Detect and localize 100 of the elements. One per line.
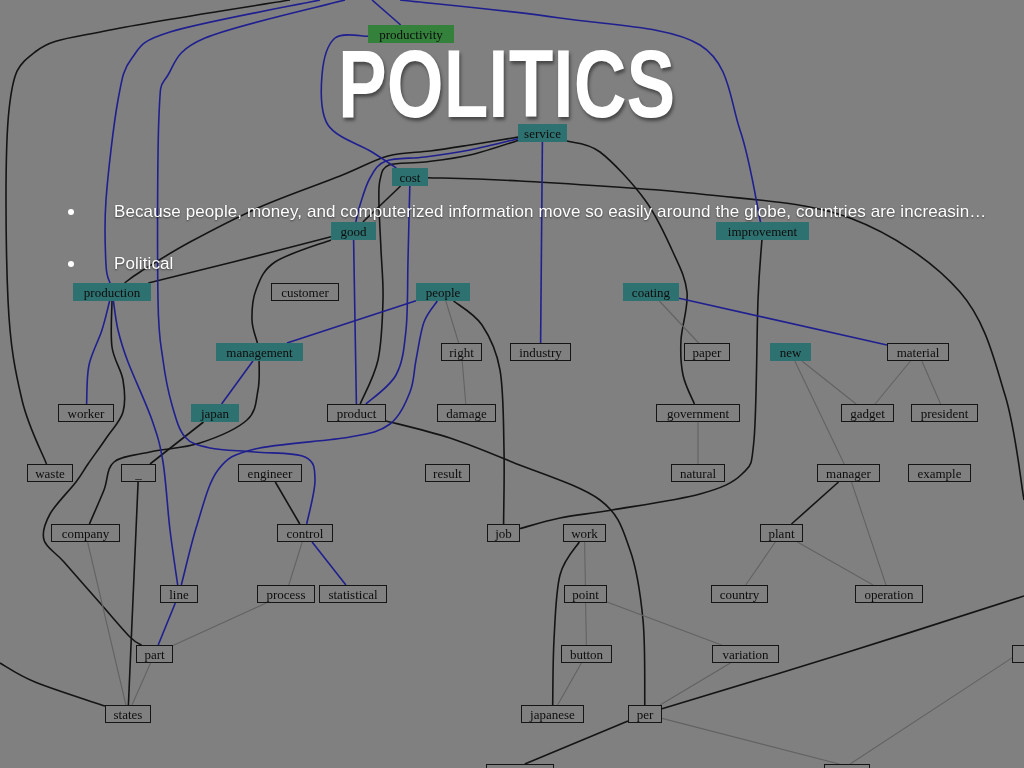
connector-line	[849, 657, 1013, 765]
highlighted-term-box	[73, 283, 151, 301]
connector-line	[551, 541, 581, 706]
term-label: waste	[35, 465, 65, 481]
term-box	[521, 705, 584, 723]
connector-line	[365, 185, 411, 405]
connector-line	[524, 720, 629, 765]
connector-line	[104, 0, 321, 284]
term-box	[628, 705, 662, 723]
term-label: states	[113, 706, 143, 722]
term-box	[510, 343, 571, 361]
term-box	[160, 585, 198, 603]
term-label: president	[920, 405, 969, 421]
term-label: service	[524, 125, 561, 141]
term-box	[656, 404, 740, 422]
highlighted-term-box	[331, 222, 376, 240]
term-label: japan	[200, 405, 230, 421]
term-box	[671, 464, 725, 482]
connector-line	[427, 176, 1024, 501]
connector-line	[399, 0, 762, 223]
term-label: paper	[692, 344, 722, 360]
connector-line	[172, 602, 267, 647]
connector-line	[251, 239, 332, 344]
connector-line	[112, 300, 179, 586]
term-label: per	[636, 706, 654, 722]
connector-line	[658, 300, 700, 344]
highlighted-term-box	[623, 283, 679, 301]
connector-line	[352, 239, 358, 405]
term-label: point	[572, 586, 599, 602]
connector-line	[147, 236, 332, 284]
connector-line	[5, 0, 291, 465]
connector-line	[557, 662, 582, 706]
connector-line	[220, 360, 254, 405]
connector-line	[274, 481, 301, 525]
connector-line	[921, 360, 942, 405]
connector-line	[320, 33, 398, 169]
term-label: button	[569, 646, 604, 662]
term-box	[561, 645, 612, 663]
connector-line	[359, 139, 519, 405]
term-label: product	[336, 405, 377, 421]
term-label: worker	[67, 405, 105, 421]
term-label: material	[896, 344, 940, 360]
term-label: cost	[399, 169, 421, 185]
term-box	[319, 585, 387, 603]
connector-line	[519, 239, 763, 530]
term-label: damage	[446, 405, 487, 421]
term-box	[271, 283, 339, 301]
connector-line	[874, 360, 912, 405]
term-box	[486, 764, 554, 768]
term-box	[487, 524, 520, 542]
term-label: operation	[864, 586, 914, 602]
connector-line	[385, 420, 646, 706]
term-label: company	[61, 525, 110, 541]
highlighted-term-box	[770, 343, 811, 361]
term-box	[441, 343, 482, 361]
term-label: example	[917, 465, 962, 481]
term-box	[327, 404, 386, 422]
term-box	[121, 464, 156, 482]
term-label: industry	[519, 344, 562, 360]
term-label: _	[135, 465, 142, 481]
term-label: production	[83, 284, 141, 300]
connector-line	[311, 541, 347, 586]
term-box	[238, 464, 302, 482]
connector-line	[745, 541, 776, 586]
connector-line	[85, 300, 111, 405]
term-box	[908, 464, 971, 482]
term-label: japanese	[530, 706, 575, 722]
term-box	[277, 524, 333, 542]
term-box	[437, 404, 496, 422]
connector-line	[156, 0, 346, 525]
term-label: work	[571, 525, 598, 541]
connector-line	[149, 421, 205, 465]
term-box	[911, 404, 978, 422]
term-box	[684, 343, 730, 361]
term-label: right	[449, 344, 474, 360]
term-box	[105, 705, 151, 723]
term-label: coating	[631, 284, 671, 300]
term-label: customer	[281, 284, 329, 300]
connector-line	[659, 662, 731, 706]
term-label: line	[169, 586, 189, 602]
highlighted-term-box	[216, 343, 303, 361]
connector-line	[796, 541, 874, 586]
connector-line	[127, 481, 139, 706]
term-label: good	[340, 223, 367, 239]
connector-line	[87, 541, 127, 706]
term-label: gadget	[850, 405, 885, 421]
term-label: control	[286, 525, 324, 541]
term-label: government	[666, 405, 730, 421]
term-box	[887, 343, 949, 361]
term-label: plant	[768, 525, 795, 541]
connector-line	[801, 360, 857, 405]
connector-line	[157, 602, 177, 646]
connector-line	[88, 360, 261, 525]
term-box	[425, 464, 470, 482]
term-label: job	[495, 525, 512, 541]
connector-line	[288, 541, 303, 586]
term-box	[760, 524, 803, 542]
connector-line	[850, 481, 887, 586]
term-box	[841, 404, 894, 422]
term-box	[711, 585, 768, 603]
